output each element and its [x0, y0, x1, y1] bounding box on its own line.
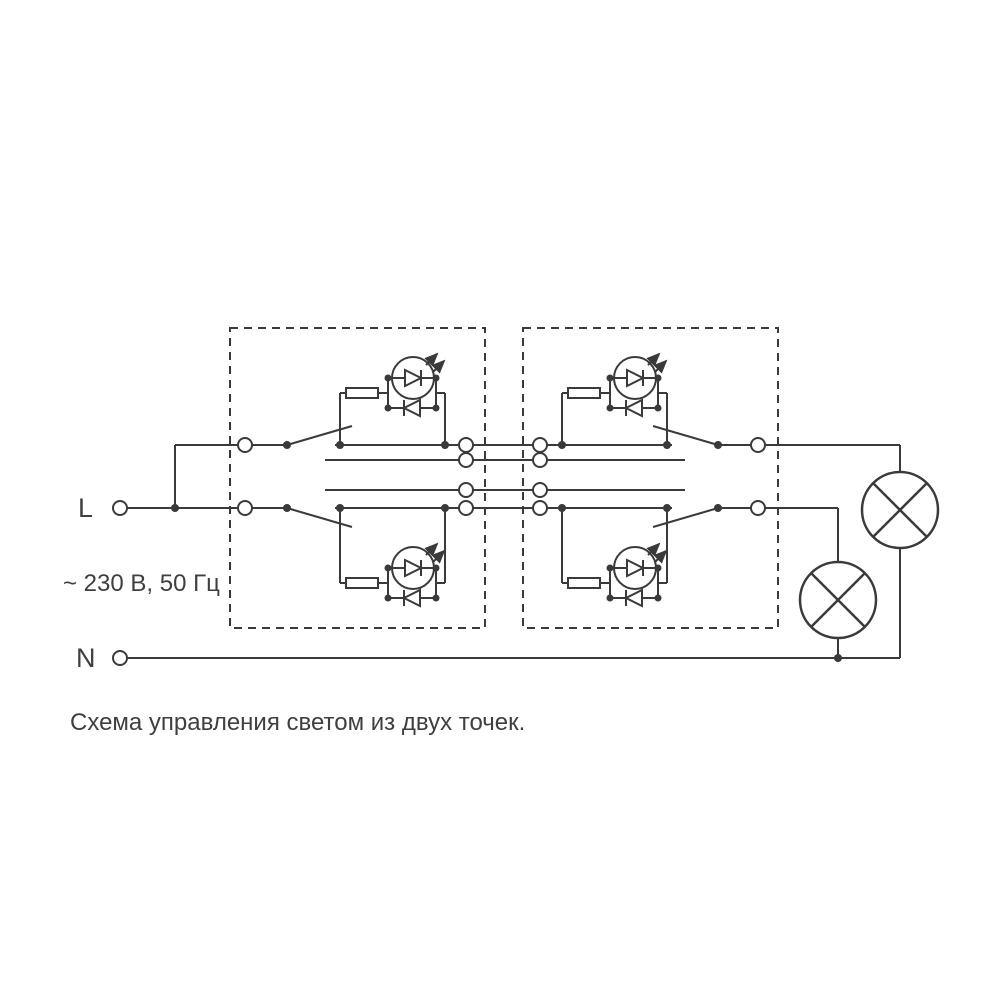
neutral-label: N [76, 643, 96, 673]
caption: Схема управления светом из двух точек. [70, 709, 525, 736]
terminal-switch2-in-4 [532, 500, 548, 516]
terminal-switch2-in-1 [532, 437, 548, 453]
terminal-neutral [112, 650, 128, 666]
terminal-switch1-top-in [237, 437, 253, 453]
led-indicator-top-right [562, 354, 667, 416]
switch-enclosure-right [522, 327, 779, 629]
led-indicator-top-left [340, 354, 445, 416]
terminal-switch2-top-out [750, 437, 766, 453]
voltage-label: ~ 230 В, 50 Гц [63, 570, 220, 597]
switch-lever-bottom-right [652, 507, 719, 528]
switch-lever-top-left [286, 425, 353, 446]
terminal-switch1-out-4 [458, 500, 474, 516]
lamp-wires [765, 444, 901, 658]
terminal-switch1-out-3 [458, 482, 474, 498]
switch-lever-top-right [652, 425, 719, 446]
lamp-icon-1 [860, 470, 940, 550]
lamp-icon-2 [798, 560, 878, 640]
terminal-switch1-bottom-in [237, 500, 253, 516]
terminals [112, 437, 766, 666]
terminal-switch2-in-3 [532, 482, 548, 498]
led-indicator-bottom-left [340, 544, 445, 606]
terminal-switch2-bottom-out [750, 500, 766, 516]
live-label: L [78, 493, 93, 523]
led-indicator-wires [339, 393, 668, 583]
terminal-switch1-out-1 [458, 437, 474, 453]
switch-lever-bottom-left [286, 507, 353, 528]
terminal-switch1-out-2 [458, 452, 474, 468]
junction-dots [171, 441, 842, 662]
terminal-switch2-in-2 [532, 452, 548, 468]
live-wire [127, 444, 238, 509]
diagram-root [112, 327, 940, 666]
led-indicator-bottom-right [562, 544, 667, 606]
traveler-wires [325, 459, 685, 491]
switch-enclosure-left [229, 327, 486, 629]
terminal-live [112, 500, 128, 516]
diagram-labels: L N ~ 230 В, 50 Гц Схема управления свет… [63, 493, 525, 736]
